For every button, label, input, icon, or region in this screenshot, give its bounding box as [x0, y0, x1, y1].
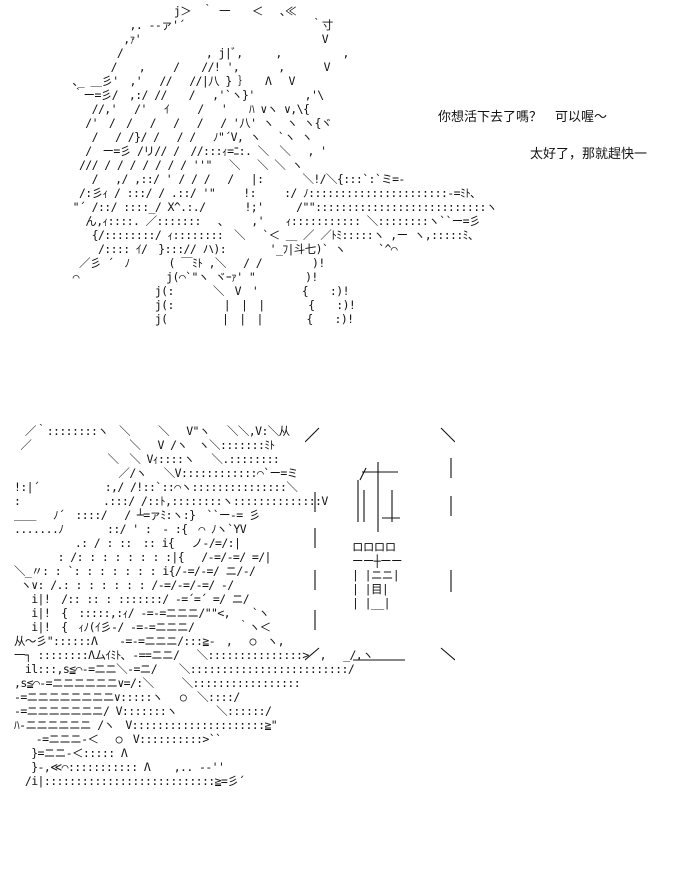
- ascii-art-character-top: j＞ ｀ 一 ＜ ､≪ ,. -‐ァ'´ ｀寸 ,ｧ' V / , j|ﾞ, ,…: [72, 4, 498, 326]
- kanji-glyph-2: ロロロロ ーー┼ーー | |ニニ| | |目| | |__|: [352, 540, 403, 610]
- dialogue-line-2: 太好了，那就趕快一: [530, 147, 648, 162]
- ascii-art-character-bottom: ／｀::::::::ヽ ＼ ＼ V"ヽ ＼＼,V:＼从 ／ ＼ V /ヽ ヽ＼:…: [14, 424, 374, 788]
- dialogue-line-1: 你想活下去了嗎？ 可以喔～: [438, 110, 608, 125]
- kanji-glyph-1: [357, 462, 400, 532]
- speech-bubble-frame: [305, 427, 455, 661]
